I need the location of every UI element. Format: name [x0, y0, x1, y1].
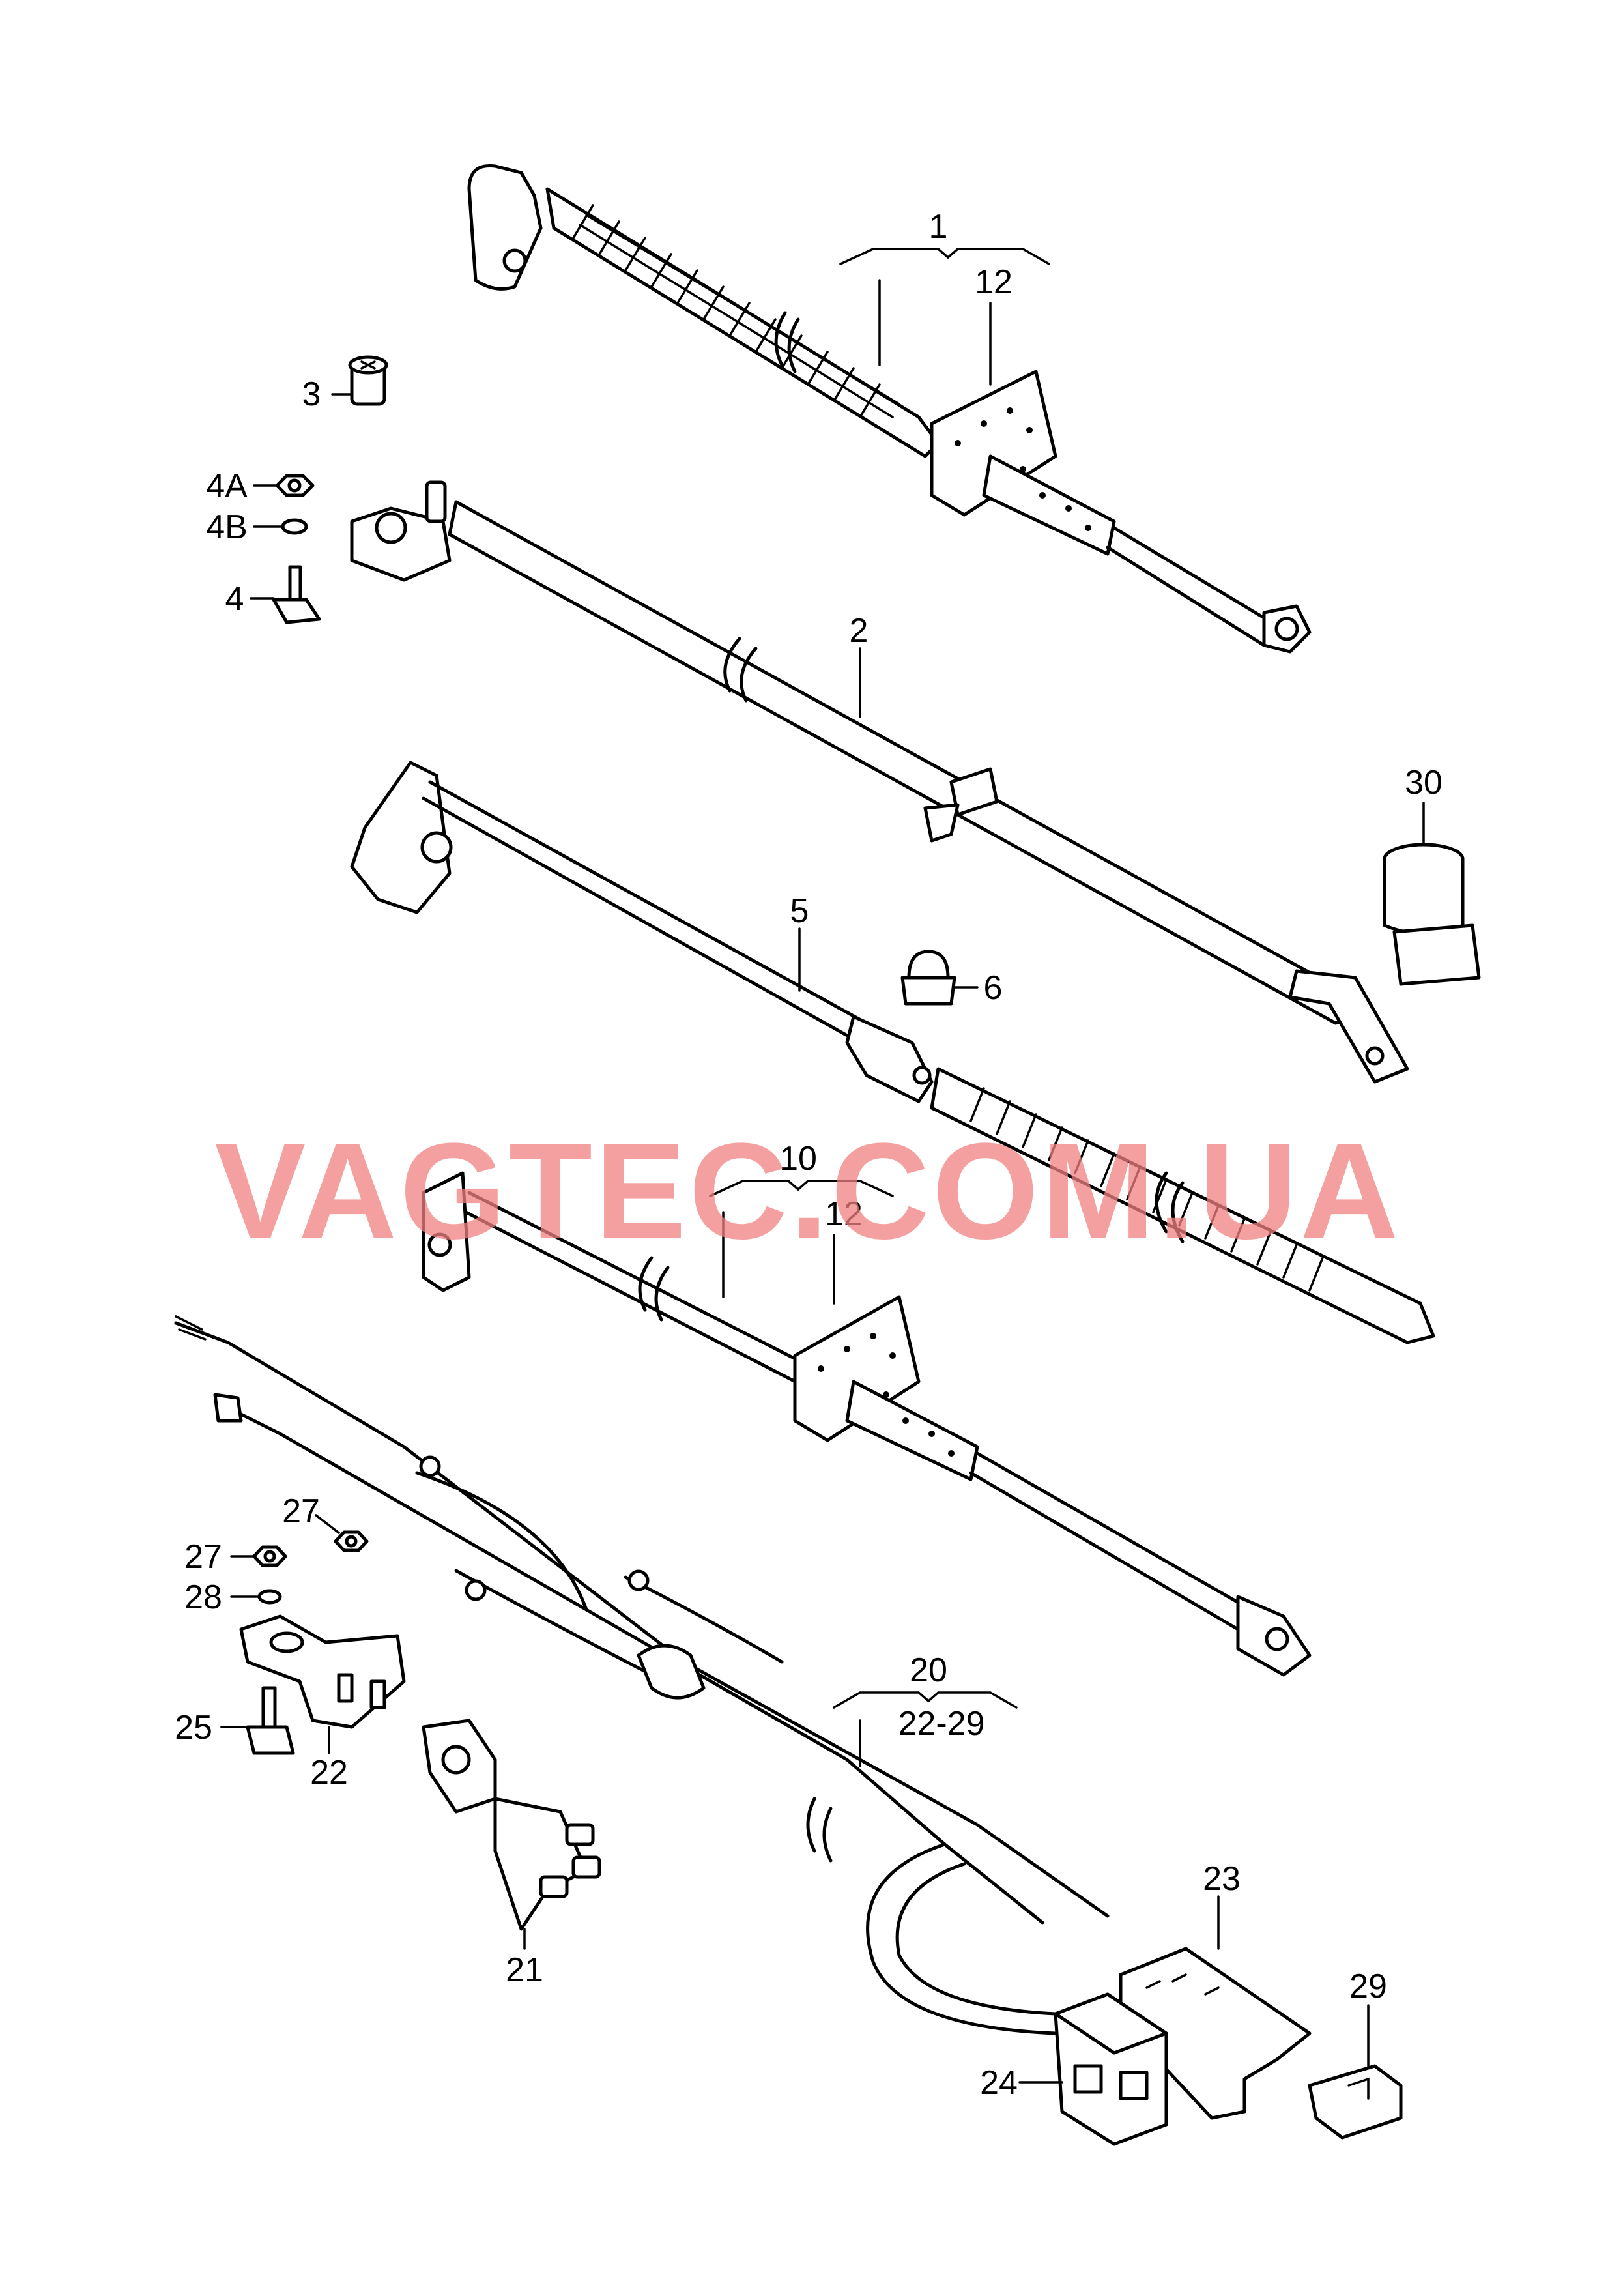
- callout-27-right: 27: [282, 1492, 320, 1530]
- part-25-bolt: [246, 1686, 295, 1755]
- part-24-connector: [1054, 1992, 1168, 2146]
- part-5-corrugated-sleeve: [969, 1087, 1324, 1292]
- part-10-cable: [422, 1171, 1312, 1677]
- part-5-cable: [350, 761, 1435, 1344]
- part-3-bolt: [348, 355, 388, 406]
- callout-30: 30: [1405, 764, 1443, 802]
- callout-28: 28: [184, 1578, 222, 1616]
- callout-6: 6: [984, 969, 1003, 1007]
- callout-5: 5: [790, 892, 809, 930]
- callout-22-29: 22-29: [898, 1705, 985, 1743]
- part-6-cap-nut: [900, 950, 956, 1006]
- callout-25: 25: [175, 1709, 212, 1747]
- part-29-fuse: [1308, 2064, 1403, 2140]
- callout-29: 29: [1349, 1968, 1387, 2005]
- part-2-cable: [350, 480, 1409, 1084]
- part-1-battery-cable: [467, 164, 1312, 654]
- part-1-corrugated-sleeve: [572, 204, 900, 418]
- part-30-cap: [1383, 843, 1481, 986]
- callout-4a: 4A: [206, 467, 248, 505]
- part-4a-nut: [275, 474, 315, 497]
- part-22-terminal-clamp: [239, 1614, 406, 1729]
- part-27-nut-right: [334, 1530, 369, 1552]
- watermark: VAGTEC.COM.UA: [214, 1114, 1401, 1268]
- part-4b-washer: [281, 518, 308, 535]
- callout-24: 24: [980, 2064, 1018, 2102]
- callout-12-upper: 12: [975, 263, 1013, 301]
- part-20-wiring-harness: [174, 1315, 1110, 2035]
- callout-3: 3: [302, 375, 321, 413]
- callout-23: 23: [1203, 1860, 1241, 1898]
- callout-21: 21: [506, 1951, 543, 1989]
- callout-27-left: 27: [184, 1538, 222, 1576]
- callout-10: 10: [779, 1140, 817, 1178]
- callout-labels: 1 12 2 3 4A 4B 4 5 6 30 10 12 20 22-29 2…: [175, 208, 1443, 2102]
- callout-4b: 4B: [206, 508, 248, 546]
- callout-4: 4: [225, 580, 244, 618]
- callout-20: 20: [910, 1651, 947, 1689]
- part-21-terminal: [422, 1719, 601, 1931]
- part-27-nut-left: [252, 1545, 287, 1567]
- callout-22: 22: [310, 1754, 348, 1792]
- part-12-grommet-upper: [930, 370, 1116, 556]
- part-28-washer: [257, 1589, 282, 1605]
- part-12-grommet-lower: [793, 1295, 979, 1481]
- callout-1: 1: [929, 208, 948, 246]
- callout-12-lower: 12: [825, 1195, 863, 1233]
- leader-lines: [220, 248, 1425, 2084]
- callout-2: 2: [850, 612, 869, 650]
- part-4-clamp-bolt: [272, 565, 321, 624]
